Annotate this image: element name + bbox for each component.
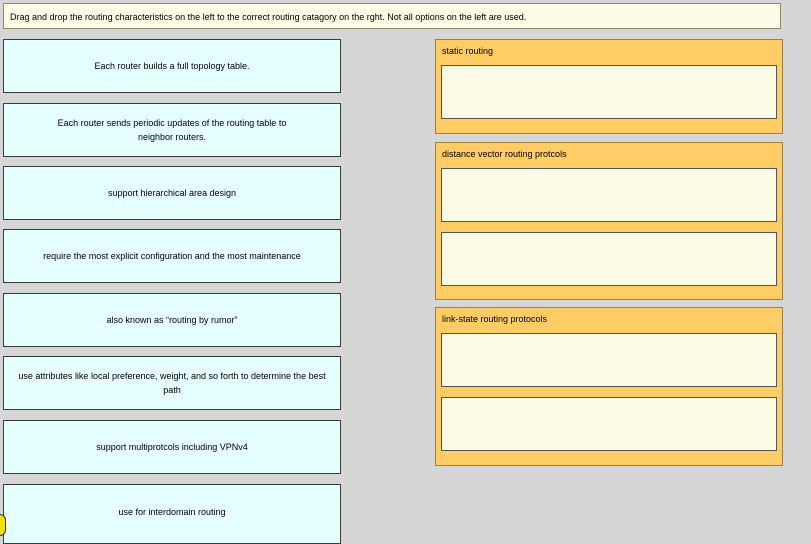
drop-target-slot[interactable] (441, 65, 777, 119)
drag-option-5[interactable]: also known as “routing by rumor” (3, 293, 341, 347)
drag-option-label: require the most explicit configuration … (43, 251, 301, 261)
drag-option-label: use attributes like local preference, we… (18, 371, 326, 395)
instruction-text: Drag and drop the routing characteristic… (10, 12, 527, 22)
drop-target-slot[interactable] (441, 232, 777, 286)
drop-target-slot[interactable] (441, 168, 777, 222)
category-title: link-state routing protocols (442, 314, 548, 324)
category-link-state: link-state routing protocols (435, 307, 783, 466)
category-distance-vector: distance vector routing protcols (435, 142, 783, 300)
drag-option-label: also known as “routing by rumor” (106, 315, 238, 325)
drag-option-label: Each router builds a full topology table… (94, 61, 250, 71)
drag-option-6[interactable]: use attributes like local preference, we… (3, 356, 341, 410)
drop-target-slot[interactable] (441, 397, 777, 451)
category-static-routing: static routing (435, 39, 783, 134)
drag-option-7[interactable]: support multiprotcols including VPNv4 (3, 420, 341, 474)
drag-option-label: support multiprotcols including VPNv4 (96, 442, 248, 452)
drag-option-label: support hierarchical area design (107, 188, 237, 198)
drag-option-3[interactable]: support hierarchical area design (3, 166, 341, 220)
drag-option-label: use for interdomain routing (118, 507, 226, 517)
drag-option-8[interactable]: use for interdomain routing (3, 484, 341, 544)
mouse-cursor-icon (0, 514, 6, 536)
category-title: distance vector routing protcols (442, 149, 567, 159)
drop-target-slot[interactable] (441, 333, 777, 387)
instruction-banner: Drag and drop the routing characteristic… (3, 3, 781, 29)
drag-option-label: Each router sends periodic updates of th… (57, 118, 287, 142)
drag-option-1[interactable]: Each router builds a full topology table… (3, 39, 341, 93)
category-title: static routing (442, 46, 494, 56)
drag-option-4[interactable]: require the most explicit configuration … (3, 229, 341, 283)
drag-option-2[interactable]: Each router sends periodic updates of th… (3, 103, 341, 157)
